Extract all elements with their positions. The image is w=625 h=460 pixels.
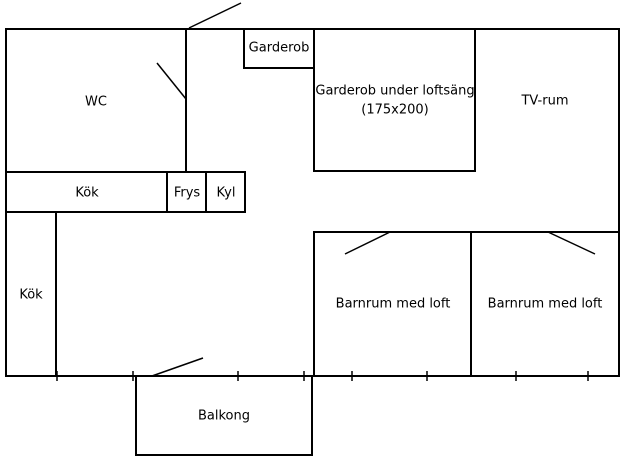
barnrum-left-wall bbox=[313, 231, 472, 377]
kitchen-counter-wall bbox=[5, 171, 246, 213]
outer-wall bbox=[5, 28, 620, 377]
kyl-label: Kyl bbox=[217, 186, 236, 201]
balkong-label: Balkong bbox=[198, 409, 250, 424]
wc-door bbox=[156, 62, 187, 100]
wc-label: WC bbox=[85, 95, 107, 110]
barnrum-left-label: Barnrum med loft bbox=[336, 297, 451, 312]
garderob-loft-label-line1: Garderob under loftsäng bbox=[315, 84, 474, 99]
garderob-loft-label-line2: (175x200) bbox=[361, 103, 428, 118]
tv-rum-label: TV-rum bbox=[520, 94, 568, 109]
kok-side-label: Kök bbox=[19, 288, 43, 303]
balkong-wall bbox=[135, 375, 313, 456]
kok-counter-label: Kök bbox=[75, 186, 99, 201]
balkong-door bbox=[151, 357, 204, 377]
barnrum-right-door bbox=[547, 231, 596, 255]
barnrum-right-label: Barnrum med loft bbox=[488, 297, 603, 312]
window-ticks bbox=[56, 371, 589, 381]
frys-label: Frys bbox=[174, 186, 201, 201]
garderob-label: Garderob bbox=[249, 41, 310, 56]
barnrum-left-door bbox=[344, 231, 391, 255]
garderob-wall bbox=[243, 28, 315, 69]
garderob-loft-wall bbox=[313, 28, 476, 172]
entrance-door bbox=[188, 2, 242, 29]
